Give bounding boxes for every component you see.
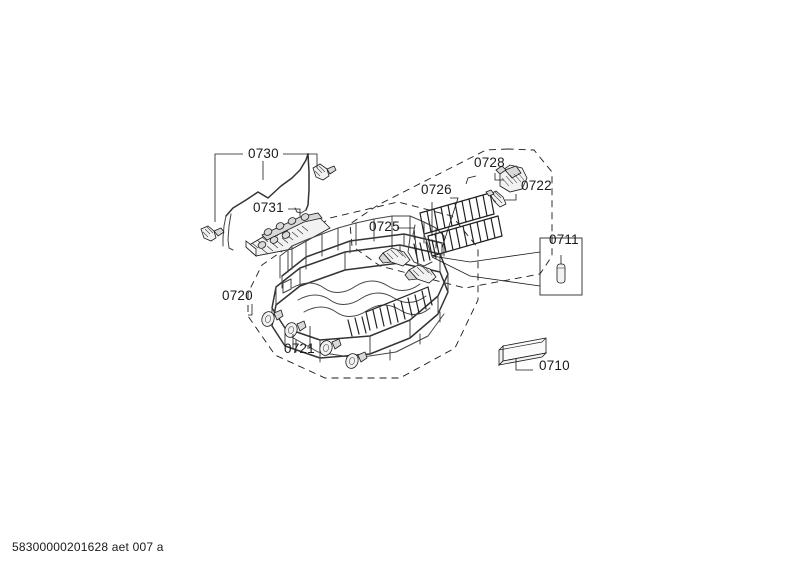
wheel-pair-4: [345, 351, 368, 369]
leader-0731: [288, 208, 301, 217]
footer-document-code: 58300000201628 aet 007 a: [12, 540, 164, 554]
part-0730-wire-rack: [200, 153, 337, 251]
part-0728-bracket: [495, 164, 528, 193]
wheel-pair-1: [261, 309, 284, 327]
part-0711-stopper: [556, 255, 566, 284]
leader-0722-b: [465, 175, 477, 185]
leader-0710: [515, 359, 533, 371]
group-box-0711: [539, 237, 583, 296]
leader-0721: [292, 326, 311, 349]
part-0710-trim-bar: [497, 337, 548, 366]
leader-0722: [505, 194, 517, 201]
label-0710: 0710: [539, 358, 570, 373]
leader-0720: [248, 304, 253, 316]
clip-left-0730: [200, 225, 225, 242]
label-0720: 0720: [222, 288, 253, 303]
leader-0730: [214, 153, 318, 222]
label-0726: 0726: [421, 182, 452, 197]
label-0711: 0711: [549, 232, 579, 247]
wheel-pair-3: [319, 338, 342, 356]
clip-a-0725: [378, 247, 411, 267]
label-0722: 0722: [521, 178, 552, 193]
part-0726-tine-rows: [407, 192, 503, 267]
leader-0726: [441, 197, 459, 249]
part-0725-clips: [378, 247, 437, 284]
leader-0711: [431, 251, 541, 287]
wheel-pair-2: [284, 320, 307, 338]
part-0721-roller-wheels: [261, 309, 368, 369]
shelf-lugs-0731: [257, 213, 310, 249]
group-boundary-0720: [247, 201, 479, 379]
leader-0728: [494, 173, 504, 181]
label-0721: 0721: [284, 341, 315, 356]
label-0728: 0728: [474, 155, 505, 170]
label-0731: 0731: [253, 200, 284, 215]
label-0725: 0725: [369, 219, 400, 234]
part-0722-screw: [485, 189, 507, 208]
label-0730: 0730: [248, 146, 279, 161]
part-0731-cup-shelf: [245, 212, 331, 257]
clip-right-0730: [312, 163, 337, 181]
clip-b-0725: [404, 264, 437, 284]
